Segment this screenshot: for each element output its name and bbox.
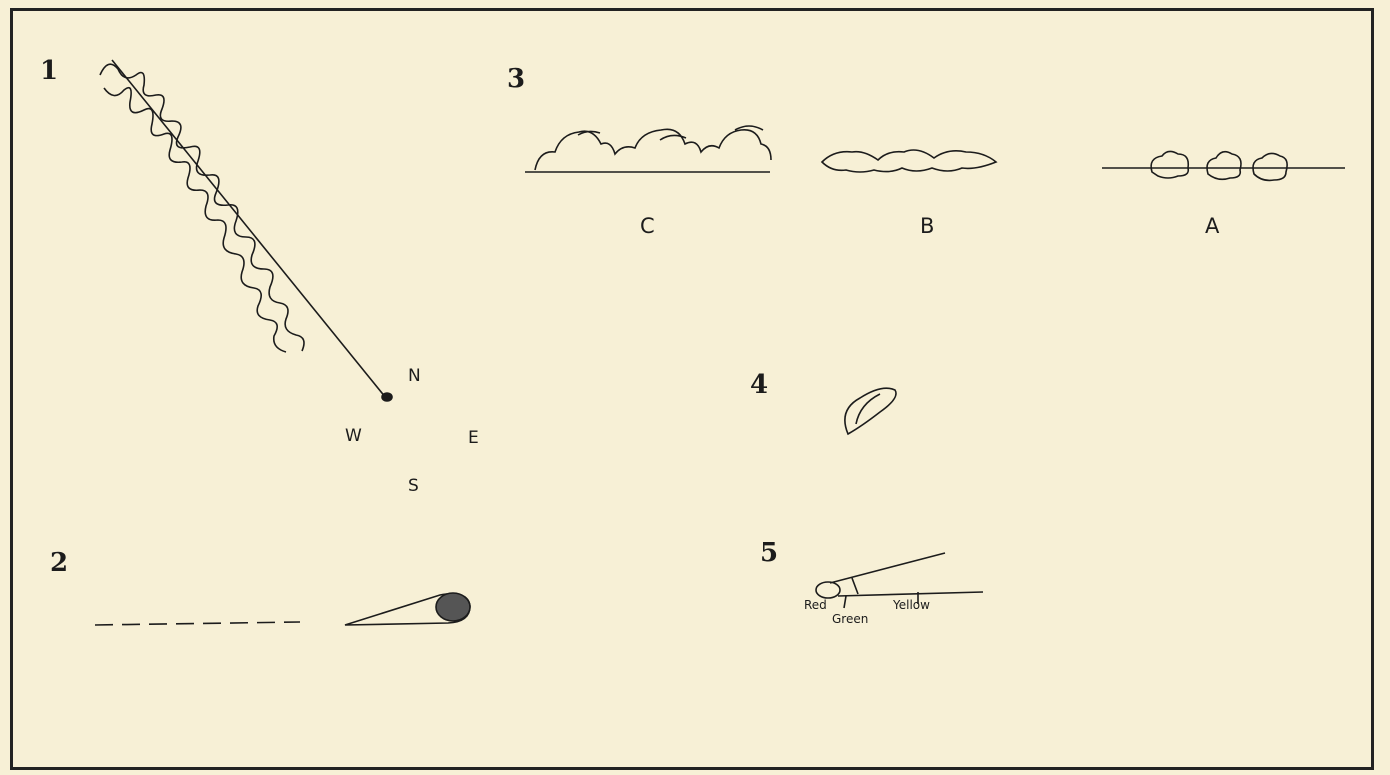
fig5-green-label: Green	[832, 612, 868, 626]
fig3-cloud-b	[822, 150, 996, 172]
fig4-loop-outer	[845, 388, 896, 434]
compass-east-label: E	[468, 428, 479, 448]
fig2-number: 2	[50, 548, 68, 578]
compass-south-label: S	[408, 476, 419, 496]
fig5-red-label: Red	[804, 598, 827, 612]
fig5-green-band	[852, 578, 858, 594]
fig1-smoke-lower	[104, 88, 286, 352]
fig3-number: 3	[507, 64, 525, 94]
fig3-a-puff-2	[1207, 152, 1241, 180]
fig3-label-a: A	[1205, 214, 1219, 238]
fig3-c-cloud-tops	[578, 126, 763, 140]
fig4-number: 4	[750, 370, 768, 400]
fig5-meteor-head	[816, 582, 840, 598]
fig3-label-c: C	[640, 214, 655, 238]
fig3-a-puff-3	[1253, 153, 1287, 180]
compass-north-label: N	[408, 366, 421, 386]
fig4-loop	[845, 388, 896, 434]
fig1-meteor-trail	[100, 60, 392, 401]
fig5-number: 5	[760, 538, 778, 568]
fig2-meteor	[95, 593, 470, 625]
fig3-c-cloud-outline	[535, 129, 771, 170]
fig1-trail-line	[112, 60, 386, 398]
fig3-cloud-a	[1102, 151, 1345, 180]
fig3-a-puff-1	[1151, 151, 1188, 178]
fig5-upper-edge	[830, 553, 945, 583]
fig3-cloud-c	[525, 126, 771, 172]
fig1-number: 1	[40, 56, 58, 86]
fig5-yellow-label: Yellow	[893, 598, 930, 612]
fig2-meteor-head	[436, 593, 470, 621]
fig5-green-pointer	[844, 596, 846, 608]
fig3-label-b: B	[920, 214, 934, 238]
fig2-dashed-trail	[95, 622, 300, 625]
fig5-lower-edge	[838, 592, 983, 596]
compass-west-label: W	[345, 426, 362, 446]
fig1-meteor-head	[382, 393, 392, 401]
fig3-b-cloud-outline	[822, 150, 996, 172]
